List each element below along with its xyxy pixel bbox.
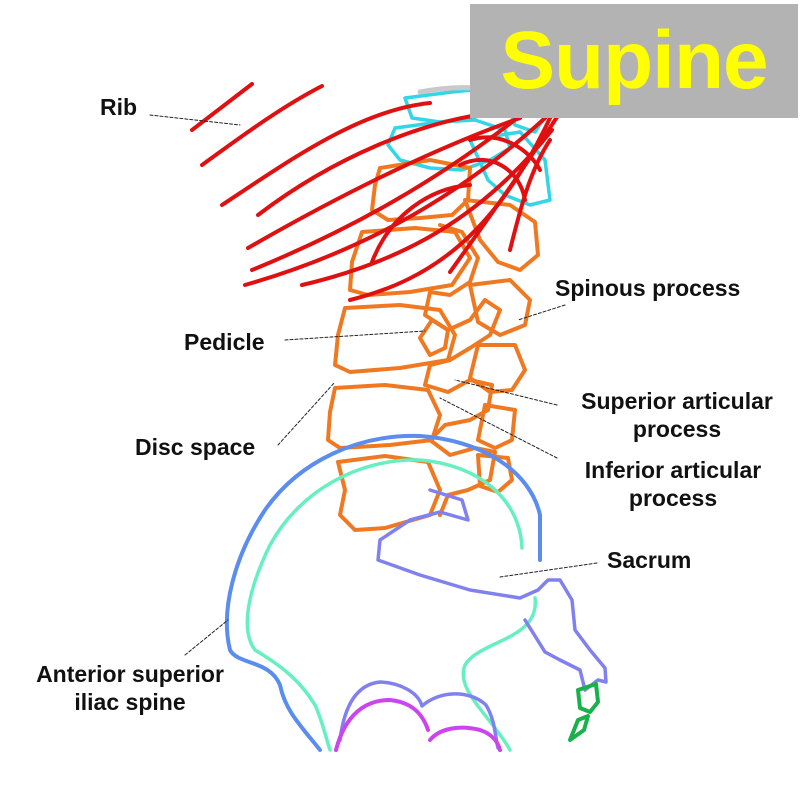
leader-sacrum bbox=[499, 562, 598, 578]
leader-disc-space bbox=[277, 381, 336, 446]
label-pedicle-text: Pedicle bbox=[184, 329, 265, 355]
lumbar-vertebra-L5 bbox=[336, 454, 442, 532]
sacrum-outline bbox=[376, 488, 608, 692]
leader-superior-articular bbox=[454, 379, 558, 406]
label-spinous-process: Spinous process bbox=[555, 274, 740, 302]
femoral-head-right bbox=[428, 725, 502, 752]
rib-4 bbox=[256, 110, 502, 217]
leader-asis bbox=[184, 619, 229, 656]
coccyx bbox=[568, 682, 600, 742]
rib-5 bbox=[246, 116, 522, 250]
ribs bbox=[190, 82, 570, 302]
rib-1 bbox=[190, 82, 254, 132]
spinous-process-middle bbox=[468, 278, 532, 337]
leader-pedicle bbox=[284, 330, 426, 341]
pelvic-brim bbox=[338, 680, 500, 750]
rib-8 bbox=[300, 128, 554, 287]
spinous-process-L4 bbox=[476, 403, 517, 450]
lumbar-vertebrae bbox=[326, 158, 540, 532]
label-superior-articular-line2: process bbox=[632, 416, 722, 442]
ilium-outer bbox=[224, 433, 542, 752]
label-asis-line1: Anterior superior bbox=[36, 661, 224, 687]
ilium-inner bbox=[245, 458, 524, 752]
rib-13 bbox=[468, 135, 542, 172]
spinous-process-upper bbox=[463, 198, 540, 272]
label-disc-space: Disc space bbox=[135, 433, 255, 461]
label-sacrum-text: Sacrum bbox=[607, 547, 692, 573]
label-rib: Rib bbox=[100, 93, 137, 121]
label-inferior-articular-line2: process bbox=[628, 485, 718, 511]
rib-6 bbox=[250, 106, 532, 272]
label-superior-articular: Superior articular process bbox=[566, 387, 788, 443]
label-asis-line2: iliac spine bbox=[74, 689, 186, 715]
label-asis: Anterior superior iliac spine bbox=[22, 660, 238, 716]
label-superior-articular-line1: Superior articular bbox=[581, 388, 773, 414]
label-inferior-articular: Inferior articular process bbox=[566, 456, 780, 512]
label-spinous-process-text: Spinous process bbox=[555, 275, 741, 301]
label-pedicle: Pedicle bbox=[184, 328, 265, 356]
ilium-inner-lower bbox=[461, 596, 537, 752]
label-sacrum: Sacrum bbox=[607, 546, 691, 574]
femoral-head-left bbox=[334, 698, 430, 752]
leader-rib bbox=[149, 114, 241, 126]
lumbar-vertebra-L4 bbox=[326, 383, 442, 450]
spinous-process-L5 bbox=[476, 453, 514, 494]
rib-11 bbox=[448, 98, 570, 274]
leader-spinous-process bbox=[517, 304, 566, 321]
page-title: Supine bbox=[500, 15, 768, 106]
rib-3 bbox=[220, 101, 432, 207]
title-banner: Supine bbox=[470, 4, 798, 118]
label-rib-text: Rib bbox=[100, 94, 138, 120]
label-disc-space-text: Disc space bbox=[135, 434, 256, 460]
rib-10 bbox=[370, 183, 472, 264]
rib-9 bbox=[348, 94, 562, 302]
rib-12 bbox=[508, 138, 552, 252]
spinous-process-lower bbox=[468, 343, 527, 394]
rib-14 bbox=[458, 158, 527, 202]
leader-lines bbox=[149, 114, 598, 656]
rib-7 bbox=[243, 116, 547, 287]
lumbar-vertebra-L2 bbox=[348, 226, 472, 297]
lumbar-vertebra-L3 bbox=[333, 303, 457, 374]
leader-inferior-articular bbox=[439, 397, 558, 459]
label-inferior-articular-line1: Inferior articular bbox=[584, 457, 762, 483]
rib-2 bbox=[200, 84, 324, 167]
pedicle-outline bbox=[418, 318, 450, 357]
